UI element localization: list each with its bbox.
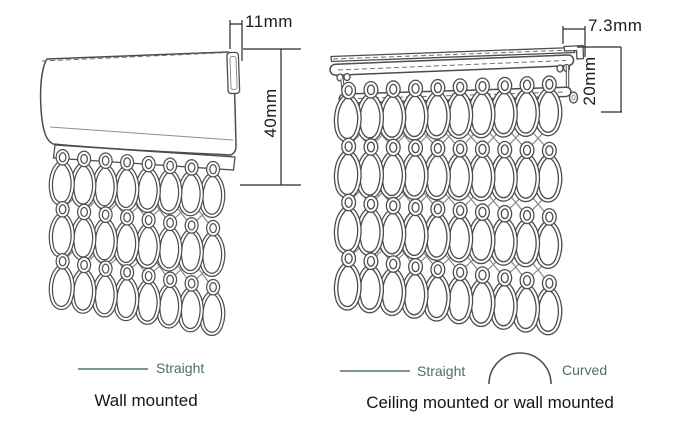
chain-link <box>358 198 381 254</box>
caption-wall-mounted: Wall mounted <box>94 391 198 410</box>
panel-crease <box>49 126 234 141</box>
chain-link <box>448 266 471 322</box>
chain-link <box>72 153 94 206</box>
rod-end-curl-inner <box>571 94 576 101</box>
chain-link <box>51 151 73 204</box>
chain-link <box>358 83 381 139</box>
chain-link <box>180 161 202 214</box>
chain-link <box>336 84 359 140</box>
chain-mesh-right <box>336 78 560 333</box>
legend-label-curved: Curved <box>562 362 608 378</box>
chain-link <box>358 141 381 197</box>
chain-link <box>158 217 180 270</box>
chain-link <box>201 222 223 275</box>
chain-link <box>448 142 471 198</box>
chain-link <box>515 144 538 200</box>
chain-link <box>94 155 116 208</box>
chain-link <box>515 78 538 134</box>
ceiling-track <box>329 44 585 334</box>
chain-link <box>425 142 448 198</box>
chain-link <box>381 258 404 314</box>
rod-end-curl <box>568 91 579 104</box>
chain-link <box>137 158 159 211</box>
chain-link <box>470 269 493 325</box>
dimension-label-height-left: 40mm <box>261 88 280 138</box>
chain-link <box>425 202 448 258</box>
chain-link <box>492 271 515 327</box>
dimension-label-height-right: 20mm <box>580 56 599 106</box>
chain-mesh-left <box>51 151 223 334</box>
chain-link <box>336 252 359 308</box>
chain-link <box>94 209 116 262</box>
chain-link <box>470 80 493 136</box>
chain-link <box>537 277 560 333</box>
chain-link <box>381 199 404 255</box>
track-end-clip <box>563 44 585 60</box>
chain-link <box>72 206 94 259</box>
chain-link <box>94 263 116 316</box>
chain-link <box>515 274 538 330</box>
panel-top-dashed-edge <box>41 52 230 62</box>
bar-end-curl <box>556 64 564 73</box>
chain-link <box>51 203 73 256</box>
chain-link <box>537 210 560 266</box>
legend-label-straight-left: Straight <box>156 360 205 376</box>
curved-arc-sample <box>488 352 552 385</box>
dimension-lines-left <box>229 20 301 186</box>
chain-link <box>115 266 137 319</box>
chain-link <box>515 209 538 265</box>
chain-link <box>358 255 381 311</box>
dimension-label-width-right: 7.3mm <box>588 16 643 35</box>
wall-mounted-rail <box>39 51 241 334</box>
chain-link <box>537 78 560 134</box>
track-plate <box>330 46 576 63</box>
chain-link <box>470 206 493 262</box>
chain-link <box>381 83 404 139</box>
dimension-label-width-left: 11mm <box>245 12 293 31</box>
chain-link <box>492 79 515 135</box>
chain-link <box>115 156 137 209</box>
chain-link <box>137 214 159 267</box>
bar-end-curl <box>343 72 351 82</box>
chain-link <box>201 163 223 216</box>
chain-link <box>158 274 180 327</box>
chain-link <box>492 207 515 263</box>
chain-link <box>537 144 560 200</box>
legend-label-straight-right: Straight <box>417 363 466 379</box>
chain-link <box>448 81 471 137</box>
chain-link <box>403 201 426 257</box>
caption-ceiling-mounted: Ceiling mounted or wall mounted <box>366 393 614 412</box>
chain-link <box>201 281 223 334</box>
chain-link <box>336 196 359 252</box>
chain-link <box>158 160 180 213</box>
chain-link <box>492 143 515 199</box>
chain-link <box>115 211 137 264</box>
track-bar-dashed-line <box>337 60 567 71</box>
rail-panel <box>39 51 237 156</box>
chain-link <box>336 140 359 196</box>
chain-link <box>425 263 448 319</box>
chain-link <box>51 255 73 308</box>
chain-link <box>403 82 426 138</box>
chain-link <box>425 81 448 137</box>
chain-link <box>180 219 202 272</box>
chain-link <box>403 260 426 316</box>
chain-link <box>180 277 202 330</box>
rail-clip <box>226 51 241 95</box>
chain-link <box>403 141 426 197</box>
chain-link <box>381 141 404 197</box>
chain-link <box>72 259 94 312</box>
chain-link <box>448 204 471 260</box>
chain-link <box>470 143 493 199</box>
dimension-lines-right <box>562 26 622 113</box>
chain-link <box>137 270 159 323</box>
